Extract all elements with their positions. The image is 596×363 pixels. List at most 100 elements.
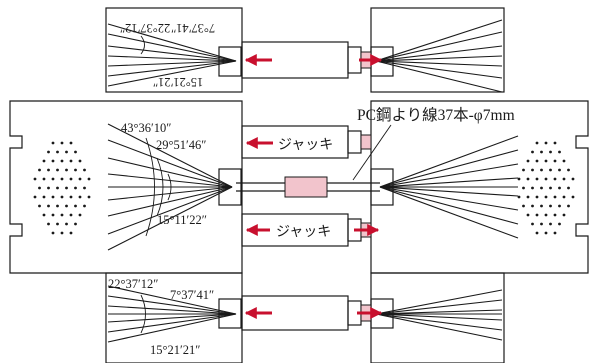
anchor-dot (74, 204, 77, 208)
strand-line (107, 123, 233, 188)
anchor-dot (562, 213, 566, 217)
strand-line (375, 60, 503, 67)
strand-line (107, 313, 237, 323)
strand-line (107, 305, 237, 315)
right-anchor-dot-grid (517, 141, 575, 235)
strand-line (375, 309, 503, 315)
strand-line (375, 299, 503, 315)
anchor-dot (42, 159, 46, 163)
middle-angle-29-51-46: 29°51′46″ (156, 138, 206, 152)
anchor-dot (567, 168, 570, 172)
anchor-dot (535, 159, 539, 163)
strand-line (107, 186, 233, 251)
anchor-dot (42, 177, 46, 181)
anchor-dot (56, 204, 59, 208)
anchor-dot (51, 159, 55, 163)
anchor-dot (549, 150, 552, 154)
strand-line (375, 60, 503, 79)
anchor-dot (69, 177, 73, 181)
anchor-dot (522, 204, 525, 208)
strand-line (107, 186, 233, 217)
middle-right-block (370, 100, 589, 274)
strand-line (107, 45, 237, 62)
anchor-dot (65, 204, 68, 208)
anchor-dot (47, 186, 50, 190)
strand-line (375, 31, 503, 62)
anchor-dot (535, 231, 539, 235)
anchor-dot (535, 213, 539, 217)
anchor-dot (47, 150, 50, 154)
anchor-dot (87, 195, 91, 199)
middle-angle-arcs (145, 137, 172, 237)
anchor-dot (535, 177, 539, 181)
anchor-dot (87, 177, 91, 181)
anchor-dot (65, 168, 68, 172)
strand-line (107, 33, 237, 62)
anchor-dot (535, 141, 539, 145)
top-angle-7-37-41: 7°37′41″ (171, 21, 215, 35)
anchor-dot (83, 204, 86, 208)
anchor-dot (553, 141, 557, 145)
anchor-dot (83, 186, 86, 190)
center-coupler (284, 176, 328, 198)
strand-line (107, 313, 237, 343)
strand-line (379, 163, 519, 188)
anchor-dot (544, 195, 548, 199)
anchor-dot (56, 150, 59, 154)
anchor-dot (74, 222, 77, 226)
anchor-dot (540, 204, 543, 208)
strand-line (379, 186, 519, 197)
anchor-dot (38, 204, 41, 208)
top-left-strand-fan (107, 23, 237, 87)
strand-line (379, 177, 519, 188)
anchor-dot (544, 231, 548, 235)
anchor-dot (526, 159, 530, 163)
anchor-dot (544, 159, 548, 163)
anchor-dot (69, 195, 73, 199)
strand-line (379, 149, 519, 188)
anchor-dot (553, 195, 557, 199)
middle-angle-15-11-22: 15°11′22″ (157, 213, 207, 227)
strand-line (107, 139, 233, 188)
anchor-dot (553, 159, 557, 163)
bottom-angle-22-37-12: 22°37′12″ (108, 277, 158, 291)
anchor-dot (558, 204, 561, 208)
anchor-dot (51, 177, 55, 181)
anchor-dot (558, 222, 561, 226)
anchor-dot (553, 213, 557, 217)
strand-line (379, 186, 519, 239)
anchor-dot (540, 186, 543, 190)
strand-line (107, 55, 237, 62)
anchor-dot (74, 150, 77, 154)
strand-line (379, 186, 519, 211)
anchor-dot (56, 222, 59, 226)
anchor-dot (553, 177, 557, 181)
strand-line (107, 60, 237, 67)
bottom-angle-15-21-21: 15°21′21″ (150, 343, 200, 357)
top-angle-arc (140, 35, 145, 55)
strand-line (107, 313, 237, 333)
jack-lower-label: ジャッキ (276, 224, 331, 240)
top-right-block (370, 7, 505, 93)
anchor-dot (60, 177, 64, 181)
anchor-dot (78, 213, 82, 217)
anchor-dot (517, 195, 521, 199)
anchor-dot (47, 204, 50, 208)
strand-line (375, 19, 503, 62)
anchor-dot (526, 213, 530, 217)
anchor-dot (571, 177, 575, 181)
middle-unit: ジャッキ ジャッキ PC鋼より線37本-φ7mm 43°36′10″ 29°51… (9, 100, 589, 274)
anchor-dot (535, 195, 539, 199)
strand-spec-label: PC鋼より線37本-φ7mm (357, 106, 515, 124)
middle-right-strand-fan (379, 135, 519, 239)
anchor-dot (567, 186, 570, 190)
anchor-dot (558, 186, 561, 190)
anchor-dot (562, 177, 566, 181)
anchor-dot (38, 168, 41, 172)
anchor-dot (60, 231, 64, 235)
jack-upper-nut (360, 134, 372, 150)
anchor-dot (74, 186, 77, 190)
anchor-dot (78, 159, 82, 163)
jack-upper-label: ジャッキ (278, 137, 333, 153)
